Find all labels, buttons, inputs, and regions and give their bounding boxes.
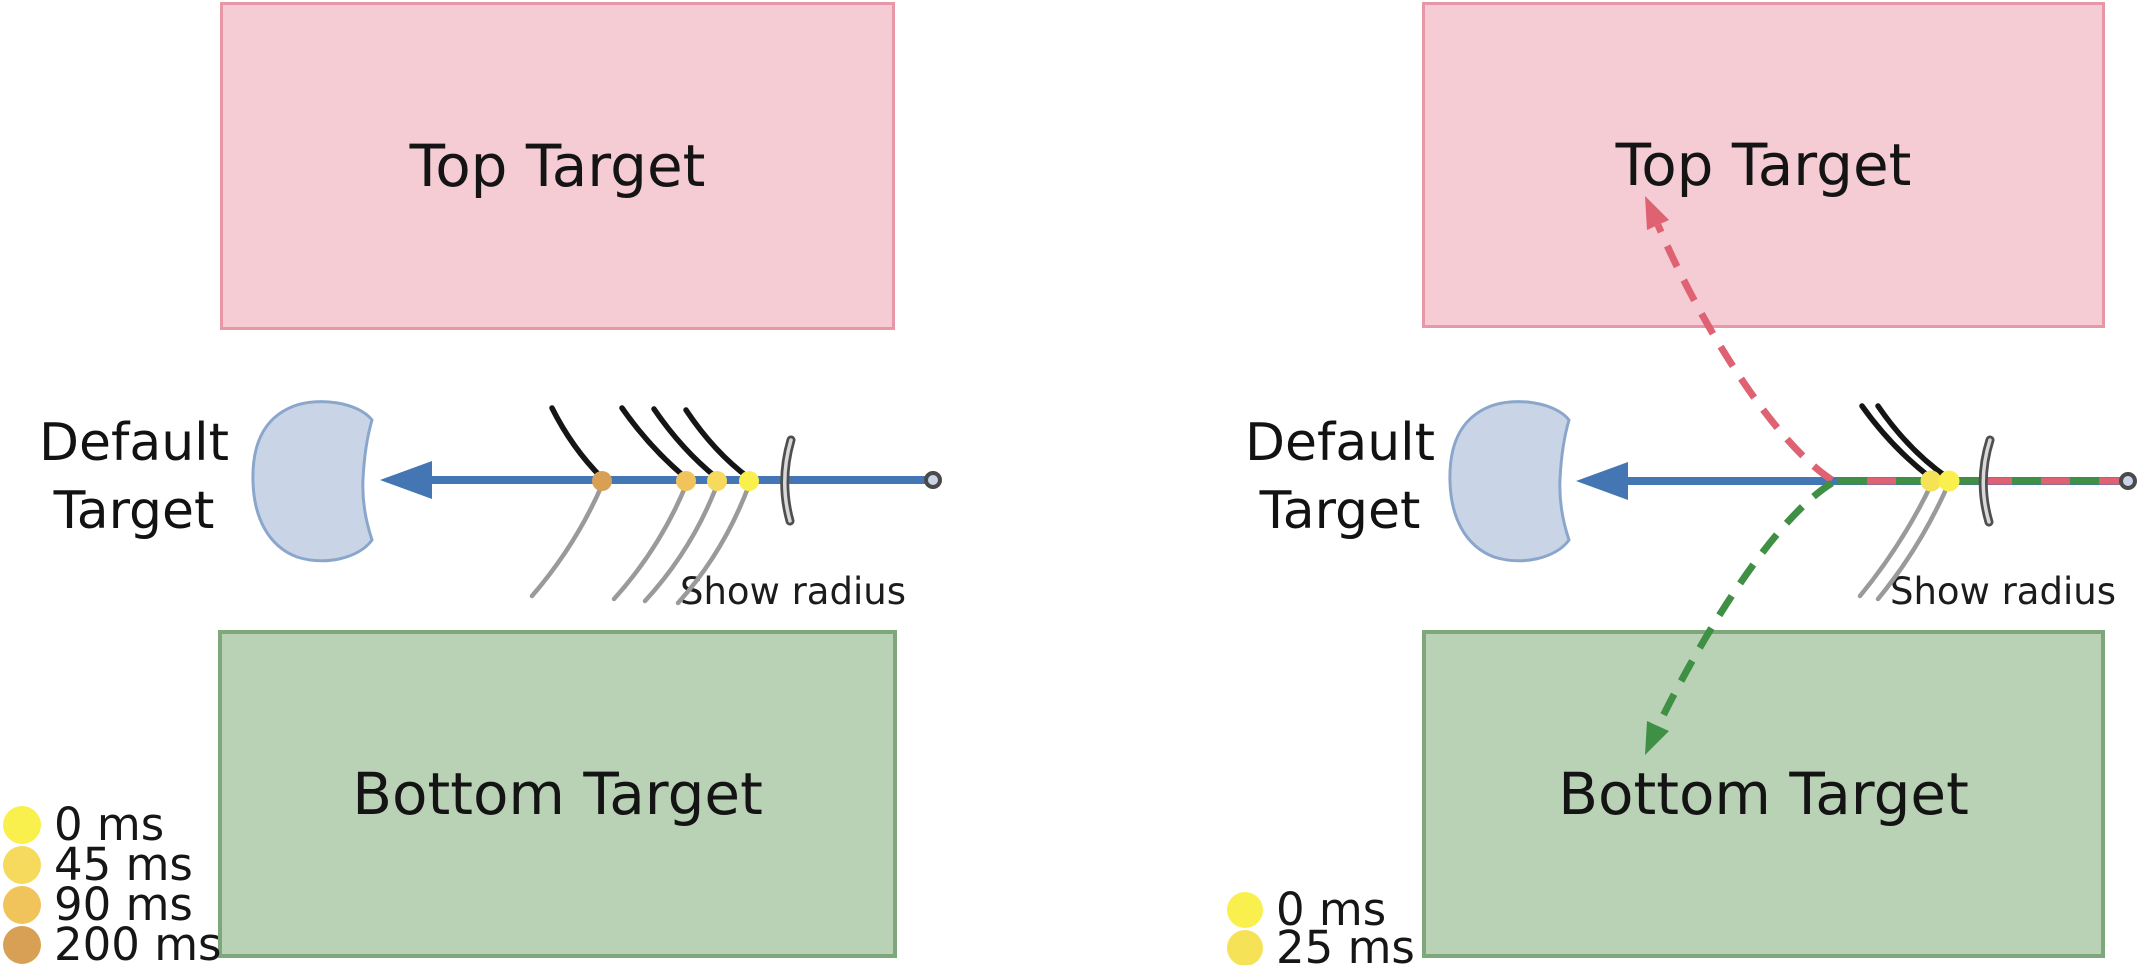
legend-label: 0 ms (1276, 883, 1387, 936)
top-target-label: Top Target (1615, 131, 1912, 199)
start-position-marker-right (2119, 472, 2137, 490)
legend-label: 0 ms (54, 798, 165, 851)
whisker-gray (529, 482, 605, 599)
top-target-label: Top Target (409, 132, 706, 200)
legend-label: 90 ms (54, 878, 193, 931)
default-target-label-line2: Target (53, 480, 215, 541)
bottom-target-box-left: Bottom Target (218, 630, 897, 958)
legend-swatch-200ms (3, 925, 41, 964)
default-target-shape-left (251, 400, 374, 563)
legend-item: 0 ms (3, 798, 164, 851)
bottom-target-box-right: Bottom Target (1422, 630, 2105, 958)
legend-item: 0 ms (1227, 883, 1386, 936)
bottom-target-label: Bottom Target (352, 760, 763, 828)
reach-arrowhead-left (380, 461, 432, 499)
top-target-box-left: Top Target (220, 2, 895, 330)
green-trajectory-arrowhead (1645, 721, 1669, 755)
timeline-dot-0ms (1938, 470, 1960, 492)
legend-item: 25 ms (1227, 921, 1415, 965)
red-trajectory-arrowhead (1645, 196, 1669, 230)
whisker-black (1875, 403, 1951, 481)
whisker-gray (1875, 482, 1951, 602)
legend-label: 25 ms (1276, 921, 1415, 965)
top-target-box-right: Top Target (1422, 2, 2105, 328)
default-target-label-left: Default Target (24, 410, 244, 545)
default-target-label-line1: Default (1245, 413, 1435, 473)
legend-swatch-25ms (1227, 929, 1263, 965)
red-trajectory-to-top-target (1654, 223, 1834, 483)
whisker-black (1859, 403, 1934, 481)
default-target-label-line2: Target (1259, 480, 1421, 541)
whisker-gray (1857, 482, 1934, 599)
legend-label: 200 ms (54, 918, 222, 965)
show-radius-arc-right-inner (1981, 438, 1992, 524)
legend-swatch-0ms (1227, 891, 1263, 928)
legend-label: 45 ms (54, 838, 193, 891)
timeline-dot-45ms (707, 471, 727, 491)
show-radius-label-right: Show radius (1890, 570, 2116, 613)
whisker-gray (642, 482, 720, 604)
timeline-dot-25ms (1920, 470, 1942, 492)
whisker-black (619, 405, 689, 481)
legend-item: 90 ms (3, 878, 193, 931)
timeline-dot-200ms (592, 471, 612, 491)
green-trajectory-to-bottom-target (1654, 480, 1834, 728)
legend-item: 200 ms (3, 918, 221, 965)
whisker-black (683, 407, 752, 481)
legend-swatch-0ms (3, 805, 41, 844)
whisker-gray (675, 482, 752, 606)
show-radius-label-left: Show radius (680, 570, 906, 613)
default-target-label-line1: Default (39, 413, 229, 473)
whisker-gray (611, 482, 689, 602)
default-target-shape-right (1448, 400, 1571, 563)
reach-arrowhead-right (1576, 462, 1628, 500)
legend-swatch-90ms (3, 885, 41, 924)
whisker-black (651, 406, 720, 481)
show-radius-arc-left-inner (783, 438, 793, 523)
legend-item: 45 ms (3, 838, 193, 891)
whisker-black (549, 405, 605, 481)
legend-swatch-45ms (3, 845, 41, 884)
timeline-dot-0ms (739, 471, 759, 491)
start-position-marker-left (924, 471, 942, 489)
bottom-target-label: Bottom Target (1558, 760, 1969, 828)
timeline-dot-90ms (676, 471, 696, 491)
default-target-label-right: Default Target (1230, 410, 1450, 545)
